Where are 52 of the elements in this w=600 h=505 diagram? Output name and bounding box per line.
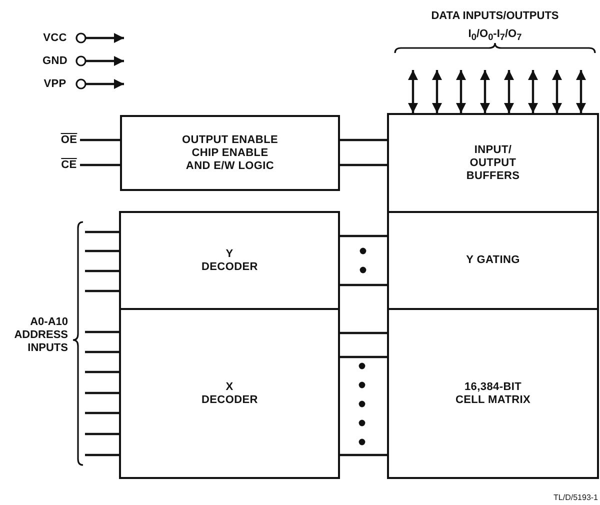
pin-label: GND	[42, 54, 68, 68]
signal-line	[340, 454, 387, 456]
bidirectional-arrow	[480, 70, 490, 113]
bidirectional-arrow	[408, 70, 418, 113]
arrow	[76, 78, 124, 90]
active-low-signal-label: OE	[60, 134, 78, 146]
arrow	[76, 32, 124, 44]
signal-line	[85, 230, 119, 234]
signal-line	[85, 290, 119, 292]
signal-line	[80, 138, 120, 142]
block-label: 16,384-BIT CELL MATRIX	[454, 380, 532, 406]
bus-label: DATA INPUTS/OUTPUTS	[430, 10, 560, 23]
signal-line	[340, 332, 387, 334]
signal-line	[340, 138, 387, 142]
bidirectional-arrow	[552, 70, 562, 113]
pin-label: VPP	[44, 78, 66, 90]
figure-code: TL/D/5193-1	[552, 492, 598, 504]
buffer-block	[387, 113, 599, 213]
block-label: INPUT/ OUTPUT BUFFERS	[465, 144, 521, 182]
logic-block	[120, 115, 340, 191]
bus-label: A0-A10 ADDRESS INPUTS	[13, 316, 68, 355]
block-label: X DECODER	[202, 380, 258, 406]
signal-line	[340, 284, 387, 286]
bus-label: I$_{0}$/O$_{0}$-I$_{7}$/O$_{7}$	[467, 28, 523, 44]
arrow	[76, 56, 124, 66]
block-label: Y GATING	[466, 254, 520, 267]
decoder-block	[119, 211, 340, 310]
bidirectional-arrow	[432, 70, 442, 113]
gating-block	[387, 211, 599, 310]
bidirectional-arrow	[576, 70, 586, 113]
block-label: Y DECODER	[202, 248, 258, 274]
pin-label: VCC	[43, 32, 67, 44]
signal-line	[85, 432, 119, 436]
signal-line	[85, 370, 119, 374]
signal-line	[85, 350, 119, 354]
memory-matrix-block	[387, 308, 599, 479]
signal-line	[85, 330, 119, 334]
signal-line	[340, 356, 387, 358]
bidirectional-arrow	[504, 70, 514, 113]
signal-line	[85, 250, 119, 252]
block-label: OUTPUT ENABLE CHIP ENABLE AND E/W LOGIC	[180, 134, 280, 172]
signal-line	[85, 412, 119, 414]
signal-line	[340, 164, 387, 166]
signal-line	[85, 454, 119, 456]
decoder-block	[119, 308, 340, 479]
signal-line	[85, 270, 119, 272]
signal-line	[80, 164, 120, 166]
active-low-signal-label: CE	[61, 158, 77, 172]
bidirectional-arrow	[528, 70, 538, 113]
signal-line	[340, 234, 387, 238]
bidirectional-arrow	[456, 70, 466, 113]
signal-line	[85, 392, 119, 394]
